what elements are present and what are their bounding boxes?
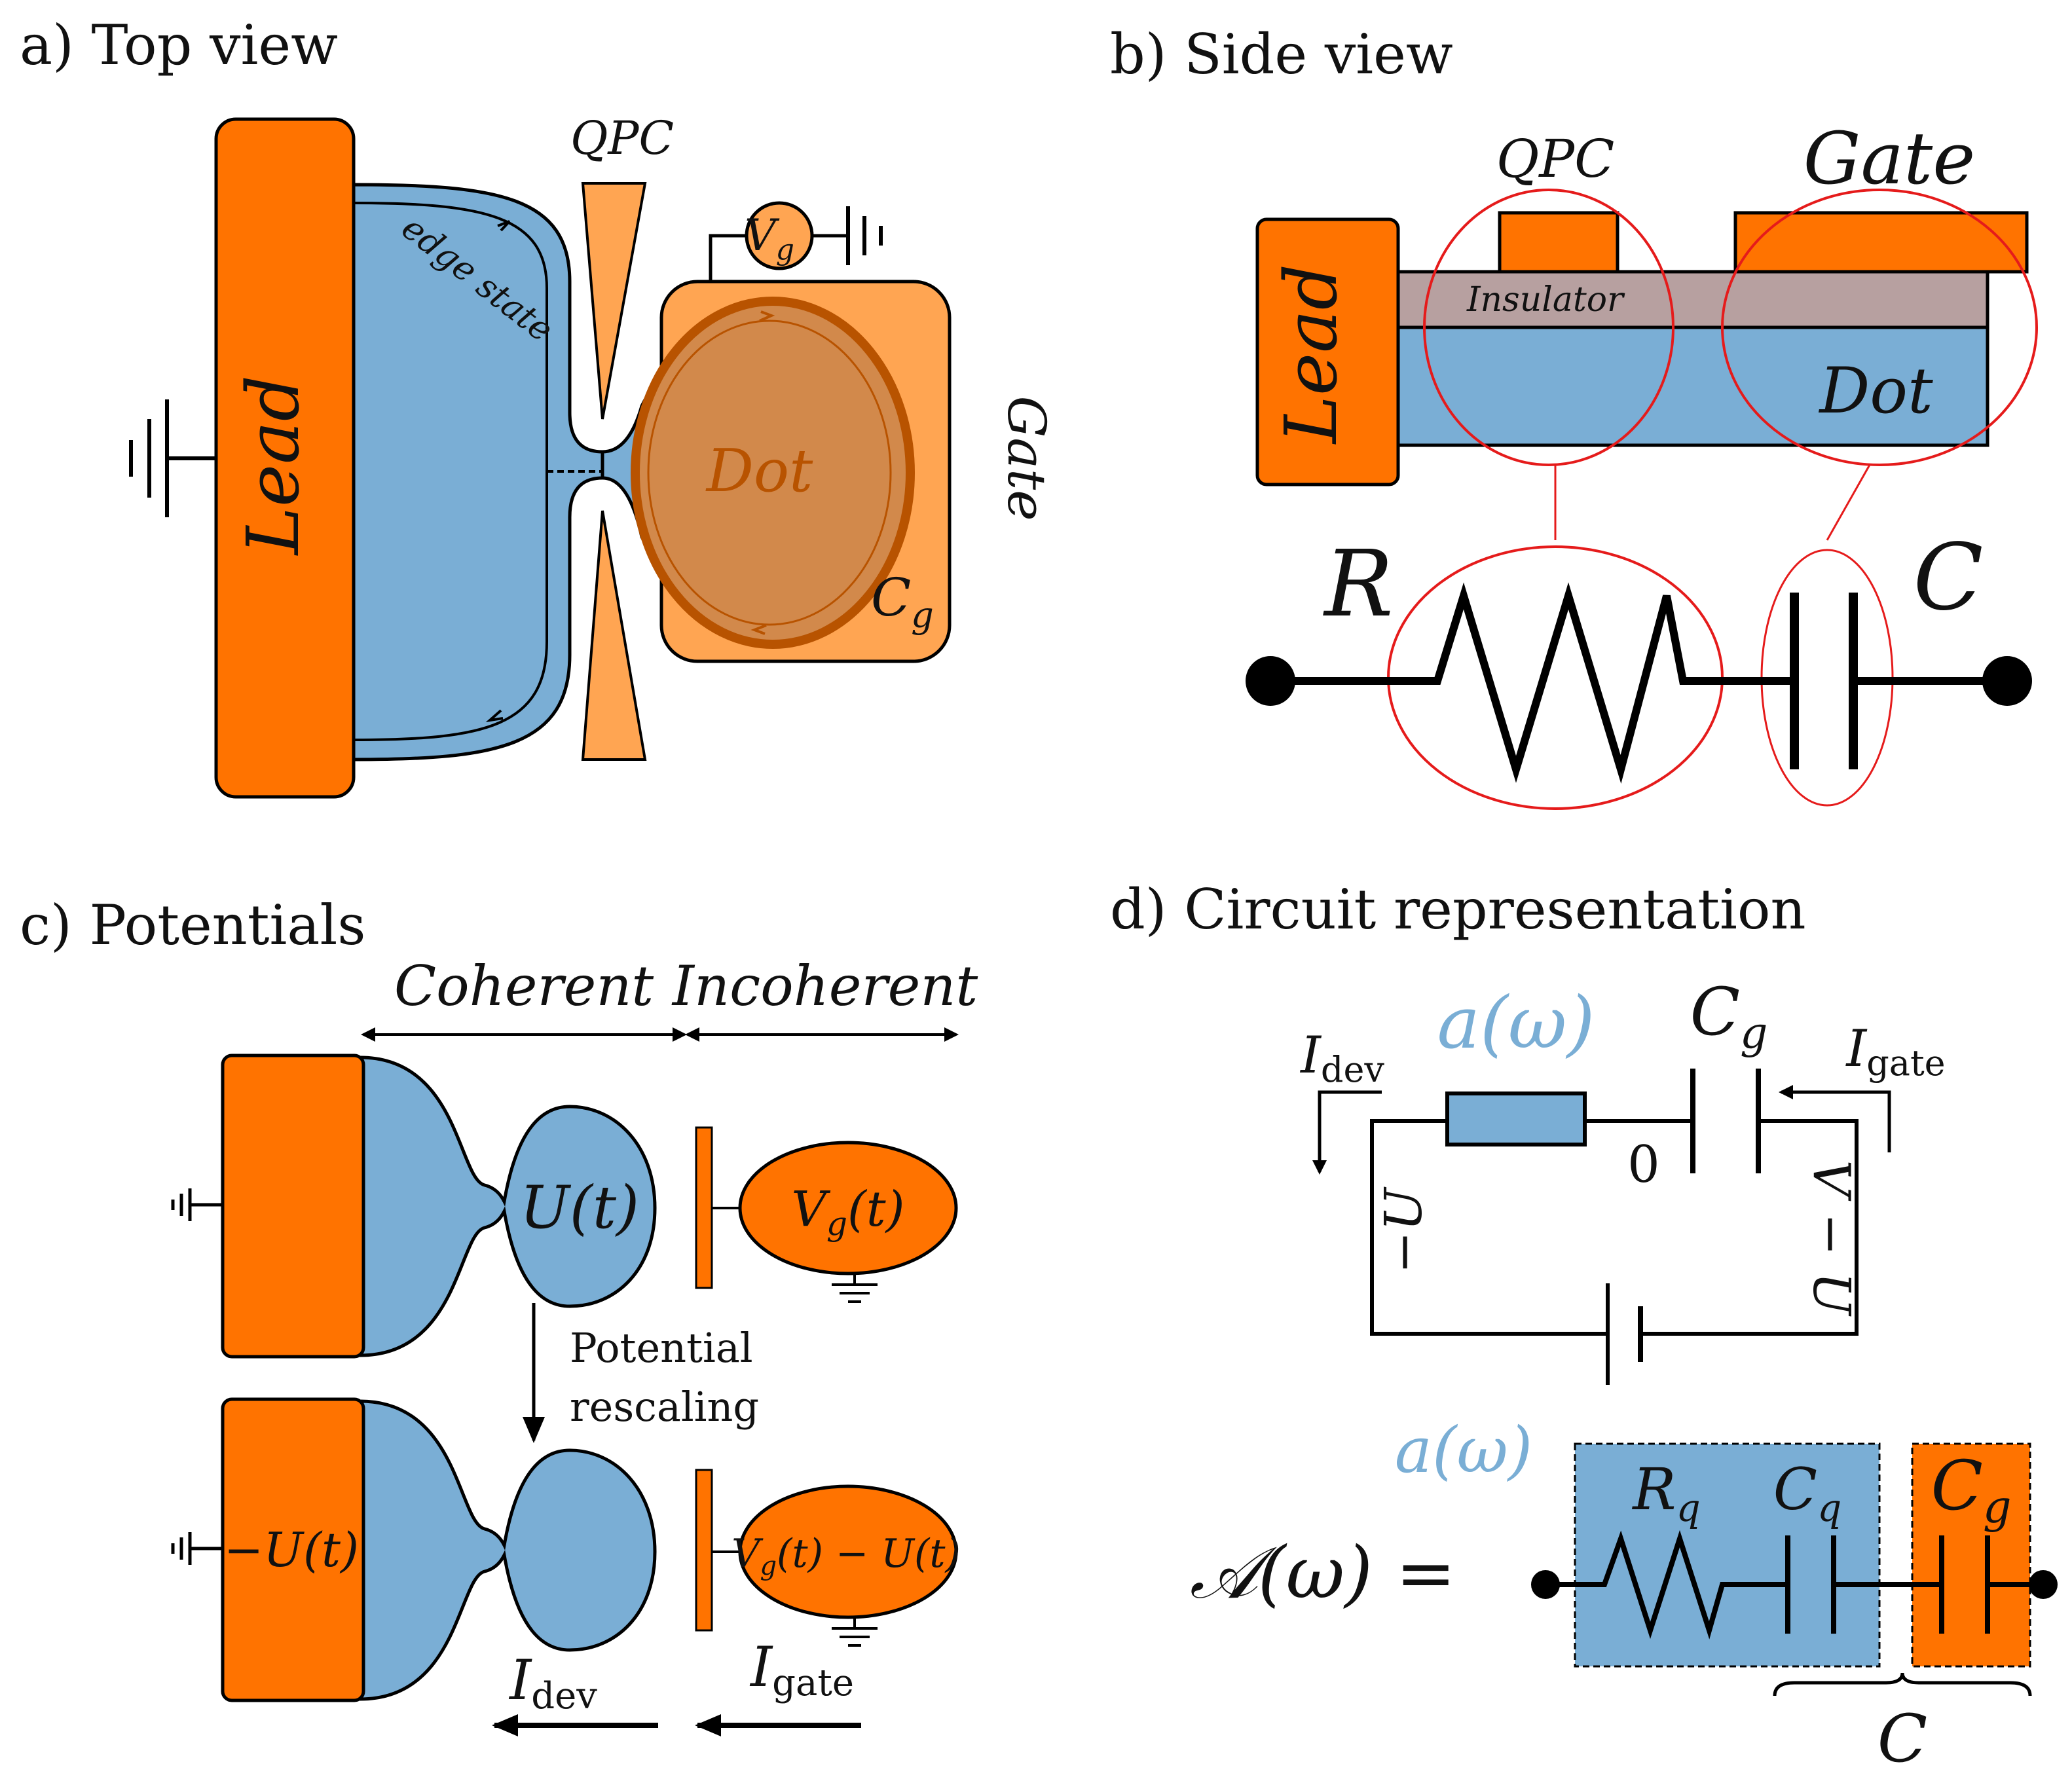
gate-side-label: Gate <box>1804 117 1976 200</box>
panel-a-title: a) Top view <box>20 13 338 77</box>
gate-highlight <box>1721 189 2038 466</box>
minus-u-label: −U <box>1375 1186 1434 1274</box>
edge-state-path <box>353 202 548 741</box>
dot-side-label: Dot <box>1818 354 1933 428</box>
panel-d-title: d) Circuit representation <box>1110 877 1806 942</box>
vg-label: Vg <box>745 210 794 266</box>
qpc-lower-gate <box>581 510 647 761</box>
gate-side-block <box>1733 211 2029 274</box>
dot-label: Dot <box>705 437 813 505</box>
cq-label: Cq <box>1773 1456 1841 1530</box>
device-admittance-box <box>1445 1091 1587 1146</box>
idev-label-d: Idev <box>1299 1026 1384 1090</box>
rescaling-line1: Potential <box>570 1324 753 1372</box>
potential-row-bottom: −U(t) Vg(t) − U(t) <box>171 1397 961 1702</box>
incoherent-label: Incoherent <box>671 954 978 1018</box>
panel-c: c) Potentials Coherent Incoherent U(t) V… <box>20 893 978 1736</box>
u-t-label: U(t) <box>520 1173 639 1242</box>
potential-row-top: U(t) Vg(t) <box>171 1054 958 1359</box>
rq-label: Rq <box>1631 1456 1700 1530</box>
idev-label-c: Idev <box>508 1648 597 1717</box>
panel-b: b) Side view Lead QPC Gate Insulator Dot… <box>1110 22 2038 810</box>
insulator-label: Insulator <box>1466 280 1625 320</box>
dot-edge-state <box>647 320 892 626</box>
minus-u-t-label: −U(t) <box>224 1522 359 1577</box>
vg-minus-u-label: Vg(t) − U(t) <box>731 1531 961 1581</box>
dot-layer <box>1396 325 1989 447</box>
coherent-label: Coherent <box>394 954 654 1018</box>
panel-c-title: c) Potentials <box>20 893 365 957</box>
zero-label: 0 <box>1627 1135 1660 1194</box>
lead-block <box>214 117 356 799</box>
igate-label-c: Igate <box>749 1635 854 1704</box>
panel-a: a) Top view edge state Lead QPC Dot <box>20 13 1057 799</box>
a-omega-label-2: a(ω) <box>1395 1414 1532 1487</box>
gate-label: Gate <box>996 395 1057 521</box>
c-total-label: C <box>1878 1700 1928 1777</box>
qpc-side-block <box>1498 211 1619 274</box>
c-label: C <box>1913 524 1983 631</box>
lead-label: Lead <box>231 375 315 556</box>
dot-region <box>631 297 915 649</box>
resistor-symbol <box>1270 582 1794 784</box>
rescaling-line2: rescaling <box>570 1383 759 1431</box>
r-label: R <box>1322 531 1393 638</box>
ground-icon <box>129 399 216 517</box>
a-omega-label: a(ω) <box>1437 981 1595 1065</box>
vg-t-label: Vg(t) <box>792 1181 905 1243</box>
igate-label-d: Igate <box>1845 1019 1945 1084</box>
qpc-label: QPC <box>570 111 674 165</box>
lead-side-label: Lead <box>1269 264 1353 445</box>
panel-b-title: b) Side view <box>1110 22 1453 86</box>
qpc-highlight <box>1423 189 1674 466</box>
cg-label-d: Cg <box>1690 974 1768 1058</box>
qpc-upper-gate <box>581 182 647 420</box>
cg-label: Cg <box>871 567 934 636</box>
lead-side-block <box>1255 217 1400 486</box>
panel-d: d) Circuit representation Idev a(ω) Cg I… <box>1110 877 2058 1777</box>
cg-label-d2: Cg <box>1931 1446 2011 1533</box>
insulator-layer <box>1396 270 1989 329</box>
A-omega-label: 𝒜(ω) = <box>1190 1531 1456 1615</box>
vg-source: Vg <box>709 201 883 282</box>
v-minus-u-label: V − U <box>1802 1160 1860 1316</box>
gate-cap-group <box>1911 1442 2031 1668</box>
qpc-side-label: QPC <box>1496 128 1615 189</box>
